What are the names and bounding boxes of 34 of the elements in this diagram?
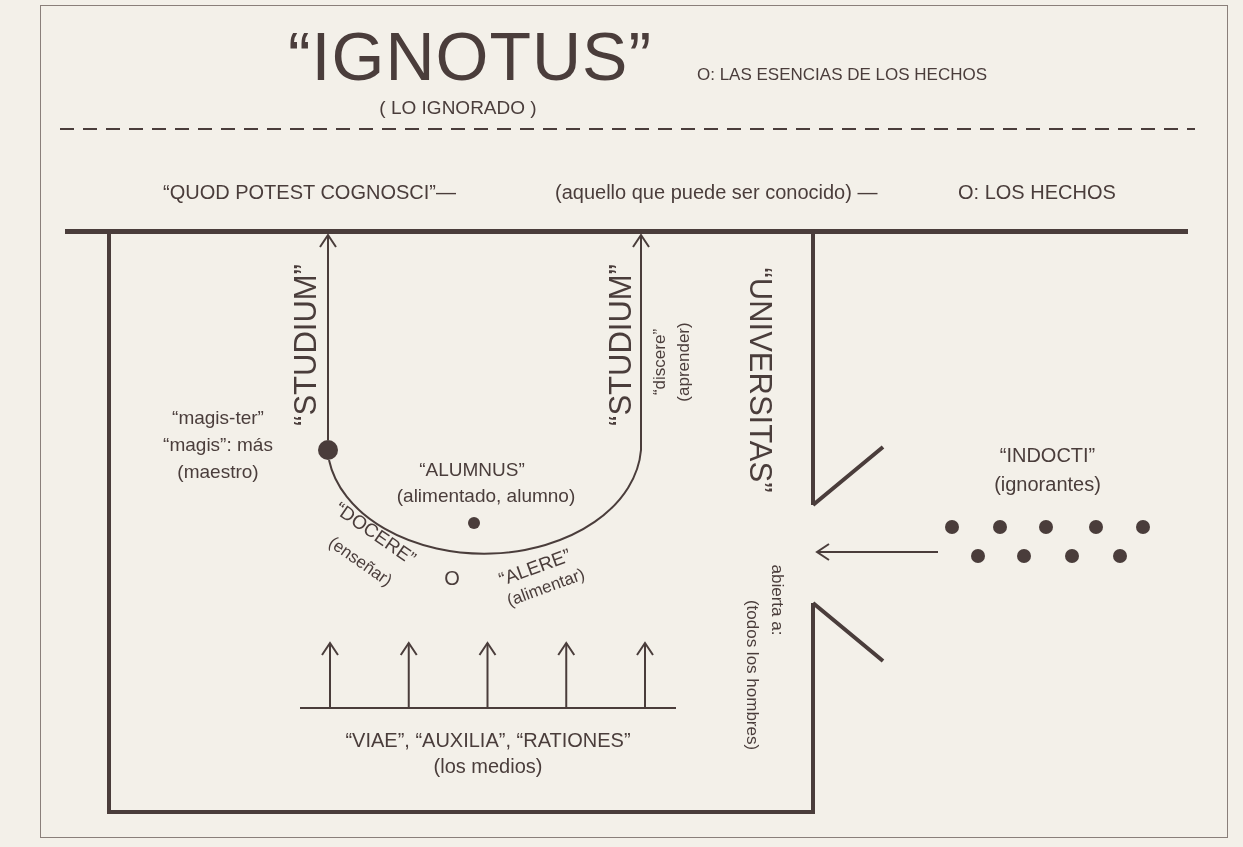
arrow <box>478 642 497 708</box>
node-caption: “magis-ter” <box>172 406 264 430</box>
arrow <box>321 642 339 708</box>
label-text: “discere” <box>649 328 670 396</box>
arrow <box>557 642 576 708</box>
label-text: O: LAS ESENCIAS DE LOS HECHOS <box>697 64 988 86</box>
edge-label: “STUDIUM” <box>602 264 640 426</box>
dot <box>318 440 338 460</box>
arrow <box>636 642 654 708</box>
enclosure <box>107 231 815 814</box>
arrow <box>319 234 337 441</box>
vertical-note: abierta a: <box>767 564 788 636</box>
arrow <box>328 234 650 555</box>
label-text: ( LO IGNORADO ) <box>379 96 537 120</box>
crowd-text: “INDOCTI” <box>998 444 1097 467</box>
node-caption: (maestro) <box>177 460 259 484</box>
node-caption: “ALUMNUS” <box>419 458 525 482</box>
dot <box>468 517 480 529</box>
node-caption: O: LOS HECHOS <box>958 180 1116 204</box>
crowd-text: (ignorantes) <box>993 473 1102 496</box>
means-text: (los medios) <box>433 754 543 779</box>
arrow <box>816 543 939 561</box>
vertical-note: (todos los hombres) <box>742 599 763 751</box>
arrow <box>399 642 418 708</box>
node-caption: (aquello que puede ser conocido) — <box>555 180 878 204</box>
boundary-bar <box>65 229 1188 234</box>
node-caption: “magis”: más <box>163 433 273 457</box>
label-text: (aprender) <box>673 322 694 402</box>
means-text: “VIAE”, “AUXILIA”, “RATIONES” <box>345 728 631 753</box>
node-caption: “QUOD POTEST COGNOSCI”— <box>163 180 456 204</box>
title: “IGNOTUS” <box>287 17 653 95</box>
vertical-title: “UNIVERSITAS” <box>741 267 779 493</box>
edge-label: “STUDIUM” <box>287 264 325 426</box>
label-text: O <box>444 566 460 590</box>
